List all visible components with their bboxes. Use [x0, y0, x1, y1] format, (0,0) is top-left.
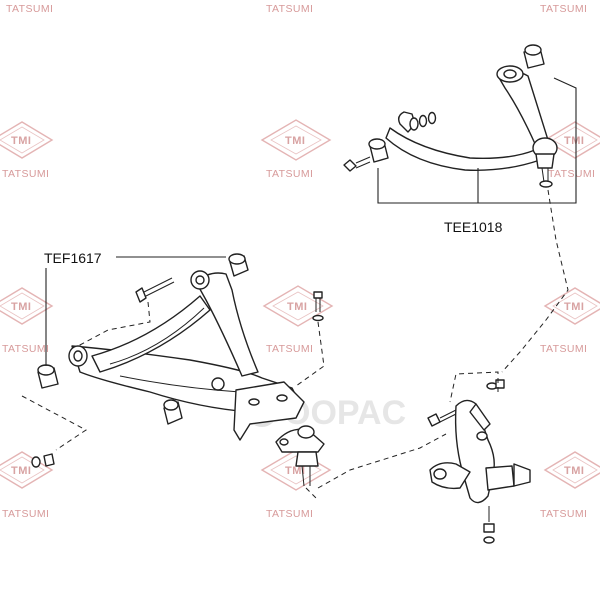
- watermark-brand: TATSUMI: [266, 343, 313, 355]
- svg-text:TMI: TMI: [11, 301, 31, 313]
- watermark-brand: TATSUMI: [548, 168, 595, 180]
- svg-text:TMI: TMI: [285, 135, 305, 147]
- watermark-logo: TMI: [543, 451, 600, 489]
- watermark-brand: TATSUMI: [2, 343, 49, 355]
- svg-text:TMI: TMI: [11, 465, 31, 477]
- svg-text:TMI: TMI: [285, 465, 305, 477]
- watermark-brand: TATSUMI: [540, 343, 587, 355]
- watermark-logo: TMI: [260, 119, 332, 161]
- watermark-logo: TMI: [0, 121, 54, 159]
- knuckle-bolt-bottom: [483, 506, 495, 544]
- watermark-brand: TATSUMI: [266, 3, 313, 15]
- part-label-upper-arm: TEE1018: [444, 219, 503, 235]
- lower-arm-bushing-front: [228, 253, 249, 277]
- watermark-brand: TATSUMI: [266, 508, 313, 520]
- watermark-brand: TATSUMI: [6, 3, 53, 15]
- upper-arm-bushing-top: [523, 44, 545, 69]
- watermark-brand: TATSUMI: [2, 508, 49, 520]
- lower-ball-joint: [275, 425, 325, 501]
- watermark-brand: TATSUMI: [540, 3, 587, 15]
- lower-arm-bolt-short: [312, 291, 324, 322]
- svg-text:TMI: TMI: [11, 135, 31, 147]
- watermark-brand: TATSUMI: [2, 168, 49, 180]
- watermark-logo: TMI: [260, 449, 332, 491]
- watermark-logo: TMI: [543, 287, 600, 325]
- lower-arm-bushing-mid: [163, 399, 183, 425]
- upper-arm-bolt: [343, 156, 371, 172]
- watermark-brand: TATSUMI: [540, 508, 587, 520]
- washer-set: [409, 111, 437, 131]
- svg-text:TMI: TMI: [564, 301, 584, 313]
- part-label-lower-arm: TEF1617: [44, 250, 102, 266]
- lower-arm-bolt-long: [135, 277, 175, 303]
- knuckle-washer: [486, 379, 505, 390]
- lower-control-arm: TEF1617: [21, 250, 325, 468]
- svg-text:TMI: TMI: [564, 135, 584, 147]
- lower-arm-nut: [31, 453, 55, 468]
- watermark-logo: TMI: [0, 287, 54, 325]
- upper-arm-bushing-front: [368, 138, 389, 163]
- upper-control-arm: TEE1018: [343, 44, 577, 235]
- svg-text:TMI: TMI: [564, 465, 584, 477]
- knuckle-bolt-top: [427, 409, 457, 427]
- watermark-brand: TATSUMI: [266, 168, 313, 180]
- watermark-logo: TMI: [0, 451, 54, 489]
- watermark-logo: TMI: [543, 121, 600, 159]
- lower-arm-bushing-rear: [37, 364, 59, 389]
- steering-knuckle: [317, 189, 569, 544]
- watermark-layer: TATSUMI TATSUMI TATSUMI TATSUMI TATSUMI …: [0, 3, 600, 520]
- upper-ball-joint: [532, 137, 558, 188]
- watermark-logo: TMI: [262, 285, 334, 327]
- svg-text:TMI: TMI: [287, 301, 307, 313]
